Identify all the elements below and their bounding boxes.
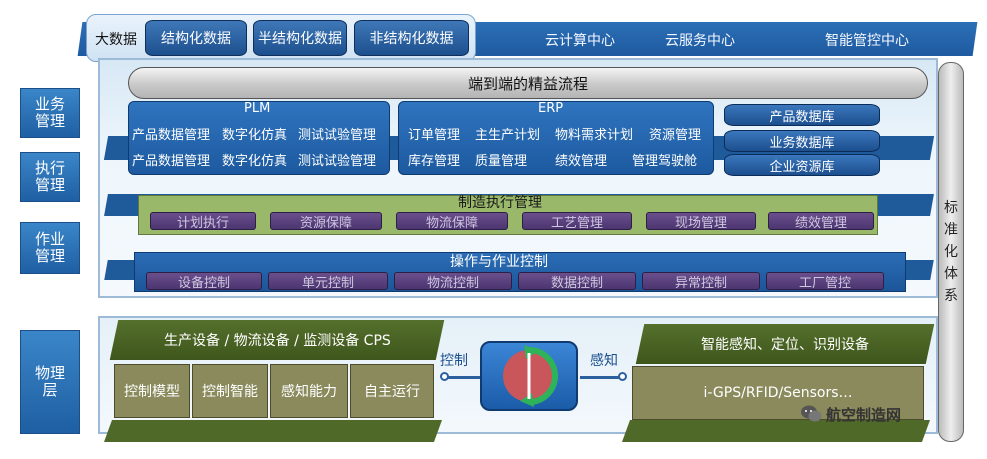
mes-item: 现场管理 xyxy=(646,212,756,230)
erp-item: 物料需求计划 xyxy=(555,124,633,143)
semi-structured-data-cylinder: 半结构化数据 xyxy=(253,20,347,56)
cps-title-bar: 生产设备 / 物流设备 / 监测设备 CPS xyxy=(110,320,445,360)
label-business-management: 业务 管理 xyxy=(20,88,80,138)
mes-item: 工艺管理 xyxy=(522,212,632,230)
erp-item: 库存管理 xyxy=(408,150,460,169)
plm-title: PLM xyxy=(244,101,270,116)
cloud-service-center: 云服务中心 xyxy=(665,30,735,50)
ops-item: 数据控制 xyxy=(518,272,636,290)
product-database: 产品数据库 xyxy=(724,104,880,126)
ops-item: 异常控制 xyxy=(642,272,760,290)
cps-cycle-box xyxy=(480,341,578,411)
erp-title: ERP xyxy=(538,101,563,116)
structured-data-cylinder: 结构化数据 xyxy=(145,20,247,56)
cps-title: 生产设备 / 物流设备 / 监测设备 CPS xyxy=(164,330,391,350)
mes-title: 制造执行管理 xyxy=(458,192,542,212)
control-connector xyxy=(446,376,480,379)
big-data-label: 大数据 xyxy=(90,28,142,50)
cps-cell: 感知能力 xyxy=(270,364,348,418)
ops-item: 单元控制 xyxy=(268,272,388,290)
lean-process-pipe: 端到端的精益流程 xyxy=(128,67,928,99)
erp-item: 主生产计划 xyxy=(475,124,540,143)
sense-connector-dot xyxy=(618,372,627,381)
sensing-title-bar: 智能感知、定位、识别设备 xyxy=(636,324,935,364)
plm-item: 测试试验管理 xyxy=(298,124,376,143)
mes-item: 计划执行 xyxy=(150,212,256,230)
left-base-decoration xyxy=(104,420,442,442)
ops-item: 设备控制 xyxy=(146,272,262,290)
plm-item: 产品数据管理 xyxy=(132,124,210,143)
label-physical-layer: 物理 层 xyxy=(20,330,80,434)
erp-item: 绩效管理 xyxy=(555,150,607,169)
cps-cell: 自主运行 xyxy=(350,364,434,418)
unstructured-data-cylinder: 非结构化数据 xyxy=(354,20,469,56)
standardization-column: 标准化体系 xyxy=(938,62,964,442)
erp-item: 管理驾驶舱 xyxy=(632,150,697,169)
ops-item: 物流控制 xyxy=(394,272,512,290)
cps-cell: 控制智能 xyxy=(192,364,268,418)
watermark-text: 航空制造网 xyxy=(826,404,901,425)
erp-item: 质量管理 xyxy=(475,150,527,169)
label-execution-management: 执行 管理 xyxy=(20,152,80,202)
mes-item: 物流保障 xyxy=(396,212,508,230)
ops-title: 操作与作业控制 xyxy=(450,251,548,271)
sensing-title: 智能感知、定位、识别设备 xyxy=(701,334,869,354)
plm-item: 产品数据管理 xyxy=(132,150,210,169)
cps-cell: 控制模型 xyxy=(114,364,190,418)
erp-item: 订单管理 xyxy=(408,124,460,143)
cycle-arrows-icon xyxy=(482,343,576,409)
smart-control-center: 智能管控中心 xyxy=(825,30,909,50)
enterprise-resource-database: 企业资源库 xyxy=(724,154,880,176)
plm-item: 数字化仿真 xyxy=(222,150,287,169)
plm-item: 数字化仿真 xyxy=(222,124,287,143)
standardization-label: 标准化体系 xyxy=(944,197,958,307)
mes-item: 资源保障 xyxy=(270,212,382,230)
cloud-computing-center: 云计算中心 xyxy=(545,30,615,50)
control-label: 控制 xyxy=(440,350,468,370)
ops-item: 工厂管控 xyxy=(766,272,884,290)
mes-item: 绩效管理 xyxy=(768,212,874,230)
plm-item: 测试试验管理 xyxy=(298,150,376,169)
erp-item: 资源管理 xyxy=(649,124,701,143)
control-connector-dot xyxy=(440,372,449,381)
label-operation-management: 作业 管理 xyxy=(20,222,80,274)
business-database: 业务数据库 xyxy=(724,130,880,152)
wechat-icon xyxy=(800,404,822,424)
sense-label: 感知 xyxy=(590,350,618,370)
